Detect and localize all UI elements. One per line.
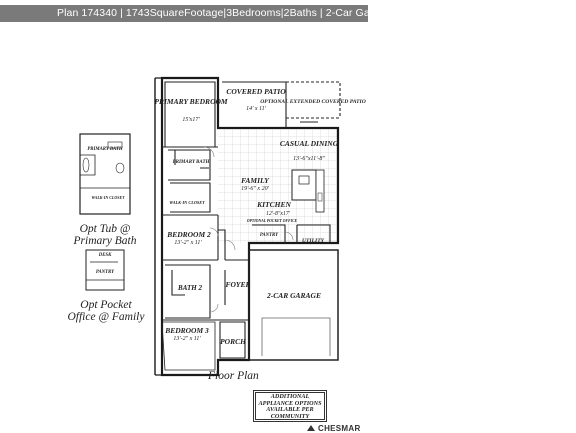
floor-plan-caption: Floor Plan (208, 370, 259, 382)
primary-bedroom-dim: 15'x17' (182, 117, 200, 123)
note-line-3: AVAILABLE PER (266, 406, 314, 413)
bedroom-3-label: BEDROOM 3 (164, 326, 209, 335)
primary-bedroom-label: PRIMARY BEDROOM (154, 97, 227, 106)
optional-pocket-office-label: OPTIONAL POCKET OFFICE (247, 219, 298, 223)
exterior-walls (154, 76, 340, 377)
door-swings (203, 146, 294, 313)
walk-in-closet-label: WALK-IN CLOSET (169, 200, 205, 205)
casual-dining-dim: 13'-6"x11'-8" (293, 156, 325, 162)
plan-title: Plan 174340 | 1743SquareFootage|3Bedroom… (57, 7, 392, 19)
plan-header-bar: Plan 174340 | 1743SquareFootage|3Bedroom… (0, 5, 391, 22)
family-dim: 19'-6" x 20' (241, 186, 269, 192)
foyer-label: FOYER (225, 280, 250, 289)
primary-bath-label: PRIMARY BATH (173, 160, 211, 165)
pantry-label: PANTRY (260, 233, 279, 238)
optional-extended-patio-label: OPTIONAL EXTENDED COVERED PATIO (260, 99, 366, 105)
casual-dining-label: CASUAL DINING (280, 139, 339, 148)
covered-patio-label: COVERED PATIO (226, 87, 286, 96)
garage-label: 2-CAR GARAGE (266, 291, 321, 300)
covered-patio-dim: 14' x 11' (246, 105, 267, 112)
note-line-1: ADDITIONAL (270, 393, 310, 400)
inset-desk-label: DESK (98, 253, 112, 258)
kitchen-island (291, 169, 325, 213)
opt-tub-inset (79, 133, 131, 215)
utility-label: UTILITY (302, 238, 325, 244)
family-label: FAMILY (241, 176, 270, 185)
bedroom-2-dim: 13'-2" x 11' (174, 240, 202, 246)
porch-label: PORCH (220, 337, 247, 346)
opt-pocket-caption: Opt Pocket Office @ Family (67, 299, 145, 323)
chesmar-logo: CHESMAR (318, 424, 361, 433)
bath-2-label: BATH 2 (177, 284, 202, 292)
note-line-4: COMMUNITY (270, 412, 310, 420)
room-labels: PRIMARY BEDROOM 15'x17' COVERED PATIO 14… (87, 87, 365, 346)
chesmar-logo-icon (307, 425, 315, 431)
inset-pantry-label: PANTRY (96, 270, 115, 275)
kitchen-label: KITCHEN (256, 200, 291, 209)
inset-walk-in-closet-label: WALK-IN CLOSET (91, 195, 125, 200)
interior-walls (162, 81, 341, 359)
note-line-2: APPLIANCE OPTIONS (258, 399, 322, 407)
kitchen-dim: 12'-8"x17' (266, 211, 291, 217)
bedroom-3-dim: 13'-2" x 11' (173, 336, 201, 342)
appliance-options-note: ADDITIONAL APPLIANCE OPTIONS AVAILABLE P… (253, 390, 327, 422)
bedroom-2-label: BEDROOM 2 (166, 230, 211, 239)
opt-tub-caption: Opt Tub @ Primary Bath (73, 223, 137, 247)
opt-pocket-inset (85, 249, 125, 291)
garage-area (248, 249, 339, 361)
inset-primary-bath-label: PRIMARY BATH (87, 147, 123, 152)
